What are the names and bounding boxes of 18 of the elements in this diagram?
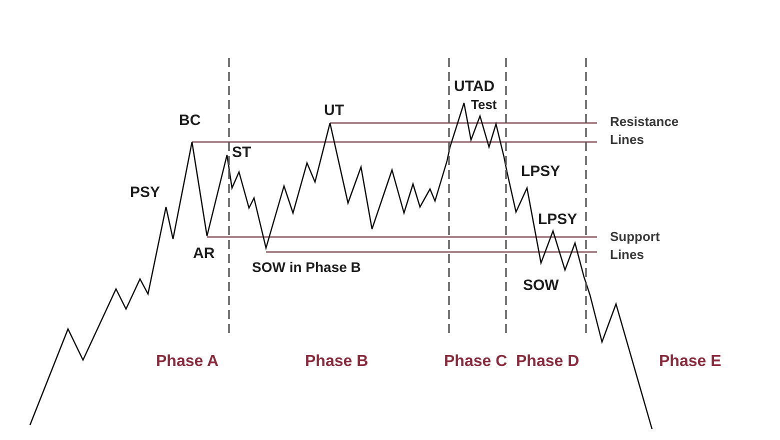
phase-label: Phase E	[659, 352, 722, 371]
event-label: UTAD	[454, 78, 495, 96]
event-label: LPSY	[538, 211, 578, 229]
event-label: PSY	[130, 184, 160, 202]
event-label: BC	[179, 112, 201, 130]
phase-label: Phase A	[156, 352, 219, 371]
event-label: Test	[471, 97, 497, 113]
line-label: Support Lines	[610, 228, 661, 264]
phase-label: Phase C	[444, 352, 508, 371]
event-label: LPSY	[521, 163, 560, 181]
line-label: Resistance Lines	[610, 113, 680, 149]
phase-label: Phase B	[305, 352, 368, 371]
event-label: AR	[193, 245, 215, 263]
event-label: UT	[324, 102, 344, 120]
event-label: ST	[232, 144, 252, 162]
phase-label: Phase D	[516, 352, 580, 371]
event-label: SOW in Phase B	[252, 258, 361, 276]
event-label: SOW	[523, 277, 559, 295]
